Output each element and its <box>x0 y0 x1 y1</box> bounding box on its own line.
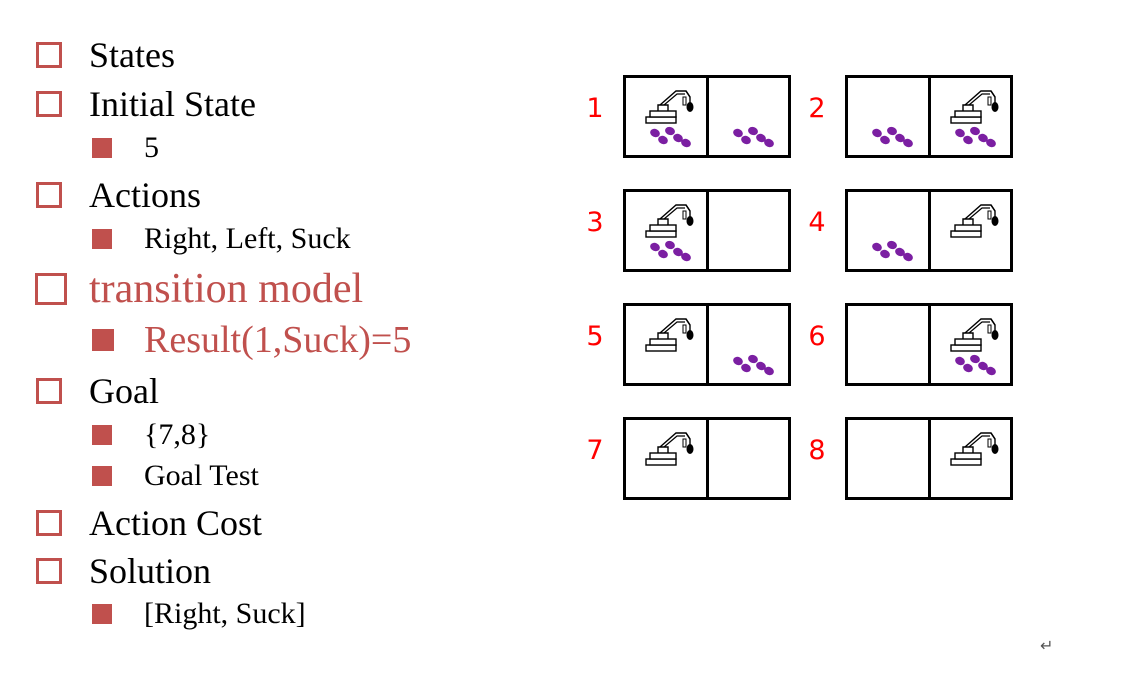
dirt-icon <box>733 126 774 148</box>
hollow-square-bullet-icon <box>36 42 62 68</box>
room-pair-box <box>623 189 791 272</box>
room-pair-box <box>845 417 1013 500</box>
hollow-square-bullet-icon <box>36 378 62 404</box>
room-pair-box <box>623 303 791 386</box>
state-number: 8 <box>808 435 826 466</box>
outline-text: Action Cost <box>89 503 263 543</box>
outline-text: [Right, Suck] <box>144 597 306 630</box>
room-pair-box <box>623 75 791 158</box>
vacuum-robot-icon <box>645 90 694 124</box>
outline-text: States <box>89 35 175 75</box>
outline-text: Solution <box>89 551 212 591</box>
filled-square-bullet-icon <box>92 466 112 486</box>
outline-subitem: {7,8} <box>0 420 560 450</box>
right-room <box>931 192 1011 269</box>
outline-text: 5 <box>144 131 159 164</box>
outline-subitem: Result(1,Suck)=5 <box>0 321 560 359</box>
outline-text: Right, Left, Suck <box>144 222 351 255</box>
filled-square-bullet-icon <box>92 425 112 445</box>
outline-item: transition model <box>0 268 560 310</box>
vacuum-robot-icon <box>950 318 999 352</box>
right-room <box>709 420 789 497</box>
outline-item: Goal <box>0 373 560 409</box>
dirt-icon <box>955 354 996 376</box>
left-room <box>626 420 706 497</box>
right-room <box>709 306 789 383</box>
dirt-icon <box>872 126 913 148</box>
room-divider <box>928 420 931 497</box>
vacuum-robot-icon <box>950 432 999 466</box>
outline-subitem: [Right, Suck] <box>0 599 560 629</box>
hollow-square-bullet-icon <box>36 91 62 117</box>
room-pair-box <box>845 189 1013 272</box>
room-divider <box>706 306 709 383</box>
right-room <box>709 192 789 269</box>
dirt-icon <box>650 126 691 148</box>
room-pair-box <box>845 75 1013 158</box>
room-pair-box <box>845 303 1013 386</box>
hollow-square-bullet-icon <box>36 182 62 208</box>
vacuum-robot-icon <box>645 432 694 466</box>
state-number: 6 <box>808 321 826 352</box>
room-divider <box>706 78 709 155</box>
outline-item: Solution <box>0 553 560 589</box>
return-arrow-icon: ↵ <box>1040 636 1054 655</box>
right-room <box>709 78 789 155</box>
room-pair-box <box>623 417 791 500</box>
vacuum-robot-icon <box>645 318 694 352</box>
left-room <box>626 78 706 155</box>
left-room <box>848 420 928 497</box>
dirt-icon <box>650 240 691 262</box>
outline-subitem: Right, Left, Suck <box>0 224 560 254</box>
left-room <box>848 78 928 155</box>
filled-square-bullet-icon <box>92 229 112 249</box>
state-number: 2 <box>808 93 826 124</box>
outline-text: Result(1,Suck)=5 <box>144 319 412 361</box>
outline-text: Initial State <box>89 84 256 124</box>
left-room <box>848 192 928 269</box>
vacuum-robot-icon <box>950 90 999 124</box>
vacuum-robot-icon <box>645 204 694 238</box>
hollow-square-bullet-icon <box>36 510 62 536</box>
outline-text: Goal <box>89 371 159 411</box>
outline-text: Actions <box>89 175 201 215</box>
left-room <box>848 306 928 383</box>
room-divider <box>928 78 931 155</box>
vacuum-state-space: 1 2 3 4 5 6 7 8 <box>580 70 1030 510</box>
state-number: 3 <box>586 207 604 238</box>
state-number: 4 <box>808 207 826 238</box>
right-room <box>931 420 1011 497</box>
outline-subitem: Goal Test <box>0 461 560 491</box>
room-divider <box>706 192 709 269</box>
state-number: 5 <box>586 321 604 352</box>
outline-item: Initial State <box>0 86 560 122</box>
dirt-icon <box>733 354 774 376</box>
filled-square-bullet-icon <box>92 138 112 158</box>
right-room <box>931 78 1011 155</box>
right-room <box>931 306 1011 383</box>
outline-item: Actions <box>0 177 560 213</box>
hollow-square-bullet-icon <box>36 558 62 584</box>
room-divider <box>706 420 709 497</box>
room-divider <box>928 192 931 269</box>
vacuum-robot-icon <box>950 204 999 238</box>
outline-item: Action Cost <box>0 505 560 541</box>
outline-text: Goal Test <box>144 459 259 492</box>
outline-text: {7,8} <box>144 418 211 451</box>
filled-square-bullet-icon <box>92 329 114 351</box>
outline-item: States <box>0 37 560 73</box>
left-room <box>626 306 706 383</box>
filled-square-bullet-icon <box>92 604 112 624</box>
hollow-square-bullet-icon <box>35 273 67 305</box>
dirt-icon <box>955 126 996 148</box>
room-divider <box>928 306 931 383</box>
left-room <box>626 192 706 269</box>
outline-text: transition model <box>89 266 364 312</box>
state-number: 1 <box>586 93 604 124</box>
outline-subitem: 5 <box>0 133 560 163</box>
state-number: 7 <box>586 435 604 466</box>
dirt-icon <box>872 240 913 262</box>
